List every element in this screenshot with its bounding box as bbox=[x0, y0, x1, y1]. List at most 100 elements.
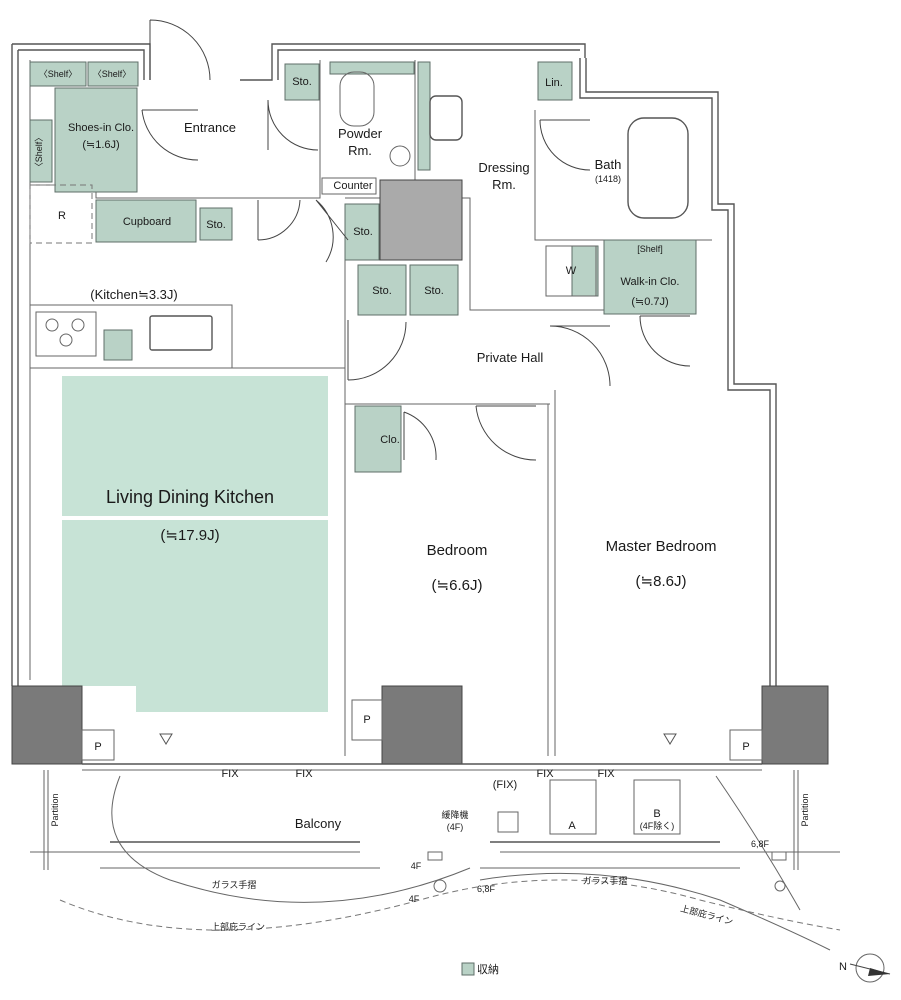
closet-door bbox=[141, 109, 199, 161]
dressing-basin bbox=[429, 95, 463, 141]
entrance-label: Entrance bbox=[184, 120, 236, 135]
washer-shelf bbox=[571, 245, 599, 297]
entrance-storage bbox=[284, 63, 320, 101]
bathtub bbox=[627, 117, 689, 219]
hatch-b bbox=[633, 779, 681, 835]
powder-room-label: Powder bbox=[338, 126, 383, 141]
storage-label: Sto. bbox=[292, 76, 312, 88]
pipe-space bbox=[729, 729, 763, 761]
wash-basin bbox=[389, 145, 411, 167]
window-marker-icon bbox=[159, 733, 173, 745]
outer-walls bbox=[11, 43, 777, 686]
linen-storage bbox=[537, 61, 573, 101]
closet-door bbox=[403, 411, 437, 461]
counter bbox=[321, 177, 377, 195]
master-bedroom-label: Master Bedroom bbox=[606, 538, 717, 555]
pipe-label: P bbox=[742, 741, 749, 753]
floor-note: 6,8F bbox=[751, 839, 770, 849]
refrigerator-label: R bbox=[58, 210, 66, 222]
side-shelf-label: 〈Shelf〉 bbox=[34, 133, 44, 172]
kitchen-storage bbox=[199, 207, 233, 241]
hall-door bbox=[315, 199, 349, 263]
fix-window-label: (FIX) bbox=[493, 779, 517, 791]
eave-line-label: 上部庇ライン bbox=[211, 921, 265, 932]
cupboard bbox=[95, 199, 197, 243]
drain-icon bbox=[433, 879, 447, 893]
glass-rail-label: ガラス手摺 bbox=[212, 879, 257, 890]
shelf-label: 〈Shelf〉 bbox=[93, 69, 132, 79]
facade bbox=[82, 733, 762, 771]
pipe-space bbox=[351, 699, 383, 741]
master-bedroom-door bbox=[549, 325, 611, 387]
bedroom-size: (≒6.6J) bbox=[432, 577, 483, 594]
dressing-room-label: Dressing bbox=[478, 160, 529, 175]
outlet-icon bbox=[427, 851, 443, 861]
kitchen-label: (Kitchen≒3.3J) bbox=[90, 287, 178, 302]
bath-size: (1418) bbox=[595, 174, 621, 184]
storage-label: Sto. bbox=[206, 219, 226, 231]
escape-ladder bbox=[497, 811, 519, 833]
fixtures bbox=[29, 71, 689, 357]
washer-label: W bbox=[566, 265, 577, 277]
dressing-shelf bbox=[417, 61, 431, 171]
pillar-left bbox=[11, 685, 83, 765]
partition-label: Partition bbox=[800, 793, 810, 826]
pipe-space bbox=[81, 729, 115, 761]
storage-label: Sto. bbox=[424, 285, 444, 297]
washer-pan bbox=[545, 245, 597, 297]
pipe-label: P bbox=[363, 714, 370, 726]
hatch-a bbox=[549, 779, 597, 835]
private-hall-label: Private Hall bbox=[477, 350, 544, 365]
dressing-room-label: Rm. bbox=[492, 177, 516, 192]
hatch-b-note: (4F除く) bbox=[640, 820, 675, 831]
shelf-storage bbox=[87, 61, 139, 87]
floor-note: 4F bbox=[409, 894, 420, 904]
fix-window-label: FIX bbox=[221, 768, 239, 780]
shoes-in-closet-size: (≒1.6J) bbox=[82, 139, 119, 151]
balcony bbox=[30, 770, 841, 951]
drain-icon bbox=[774, 880, 786, 892]
escape-ladder-label: 緩降機 bbox=[441, 809, 468, 820]
ldk-size: (≒17.9J) bbox=[160, 527, 219, 544]
floor-note: 6,8F bbox=[477, 884, 496, 894]
escape-ladder-note: (4F) bbox=[447, 822, 464, 832]
burner-icon bbox=[71, 318, 85, 332]
floor-note: 4F bbox=[411, 861, 422, 871]
kitchen-shelf bbox=[103, 329, 133, 361]
counter-label: Counter bbox=[333, 180, 372, 192]
storage-label: Sto. bbox=[353, 226, 373, 238]
private-hall-door bbox=[347, 320, 407, 381]
bedroom-label: Bedroom bbox=[427, 542, 488, 559]
pipe-label: P bbox=[94, 741, 101, 753]
hatch-a-label: A bbox=[568, 820, 576, 832]
powder-room-label: Rm. bbox=[348, 143, 372, 158]
walk-in-closet-size: (≒0.7J) bbox=[631, 296, 668, 308]
bath-label: Bath bbox=[595, 157, 622, 172]
partition-label: Partition bbox=[50, 793, 60, 826]
shoes-in-closet bbox=[54, 87, 138, 193]
stove bbox=[35, 311, 97, 357]
storage-areas bbox=[29, 61, 697, 473]
master-bedroom-size: (≒8.6J) bbox=[636, 573, 687, 590]
glass-rail-label: ガラス手摺 bbox=[583, 875, 628, 886]
bedroom-closet bbox=[354, 405, 402, 473]
pillar-middle bbox=[381, 685, 463, 765]
legend-label: 収納 bbox=[477, 963, 499, 976]
burner-icon bbox=[59, 333, 73, 347]
refrigerator-space bbox=[29, 184, 93, 244]
doors bbox=[141, 19, 691, 461]
compass: N bbox=[839, 953, 891, 983]
shoes-in-closet-label: Shoes-in Clo. bbox=[68, 122, 134, 134]
toilet bbox=[339, 71, 375, 127]
walk-in-shelf-label: [Shelf] bbox=[637, 244, 663, 254]
closet-door bbox=[639, 315, 691, 367]
shelf-storage bbox=[29, 61, 87, 87]
hatch-b-label: B bbox=[653, 808, 660, 820]
closet-label: Clo. bbox=[380, 434, 400, 446]
storage-b bbox=[409, 264, 459, 316]
bedroom-door bbox=[475, 405, 537, 461]
hall-storage bbox=[344, 203, 380, 261]
outlet-icon bbox=[771, 851, 787, 861]
cupboard-label: Cupboard bbox=[123, 216, 171, 228]
compass-arrow-icon bbox=[868, 968, 890, 976]
